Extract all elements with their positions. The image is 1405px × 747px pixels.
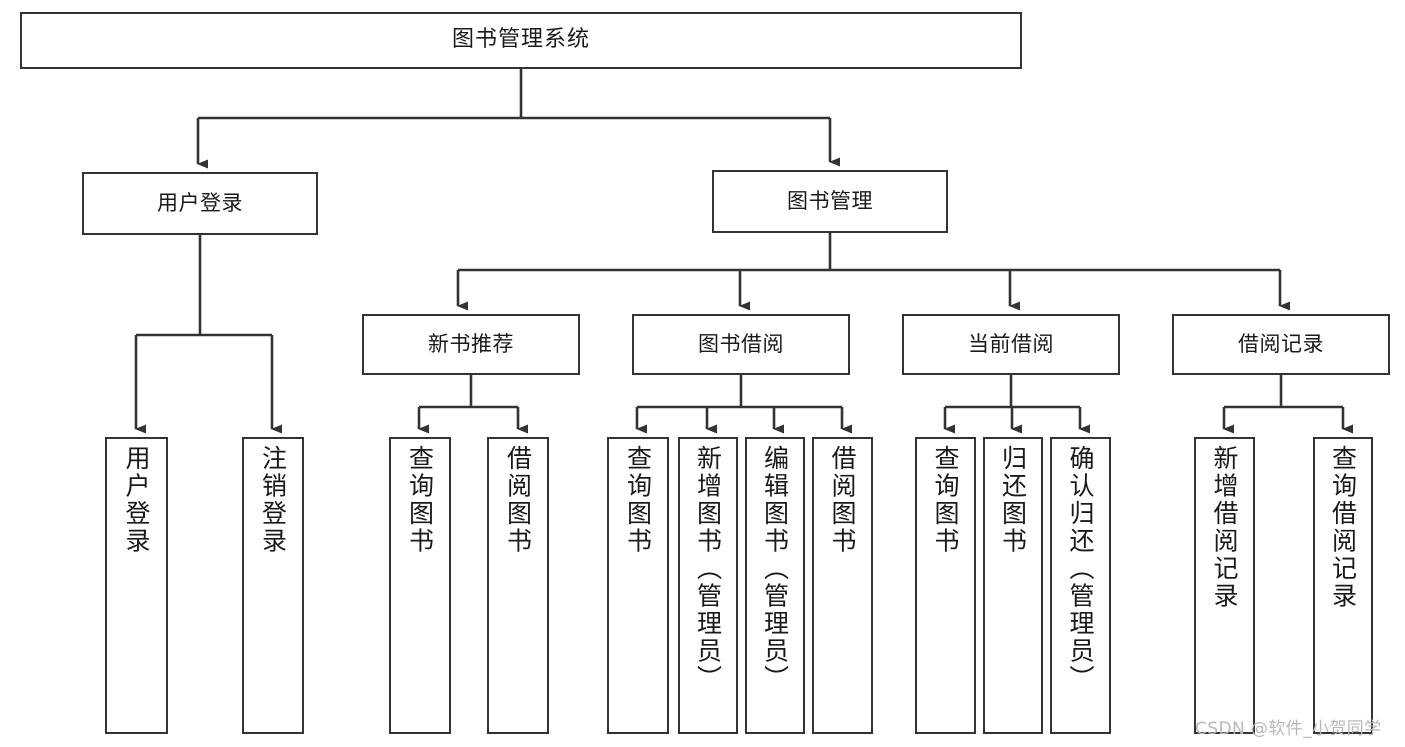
leaf-node-label: 借阅图书 <box>503 445 533 555</box>
node-borrow-record[interactable]: 借阅记录 <box>1172 314 1390 375</box>
leaf-node[interactable]: 查询图书 <box>607 437 669 734</box>
leaf-node[interactable]: 新增借阅记录 <box>1194 437 1255 734</box>
node-user-login-label: 用户登录 <box>157 190 243 215</box>
node-user-login[interactable]: 用户登录 <box>82 172 318 235</box>
node-root[interactable]: 图书管理系统 <box>20 12 1022 69</box>
node-book-management[interactable]: 图书管理 <box>712 170 948 233</box>
leaf-node[interactable]: 查询图书 <box>389 437 451 734</box>
node-book-borrow-label: 图书借阅 <box>698 331 784 356</box>
leaf-node-label: 借阅图书 <box>828 445 857 555</box>
leaf-node-label: 查询图书 <box>931 445 960 555</box>
node-book-management-label: 图书管理 <box>787 188 873 213</box>
leaf-node[interactable]: 确认归还（管理员） <box>1050 437 1111 734</box>
node-new-book-recommend-label: 新书推荐 <box>428 331 514 356</box>
leaf-node-label: 新增图书（管理员） <box>693 445 723 693</box>
leaf-node-label: 查询图书 <box>405 445 435 555</box>
node-current-borrow[interactable]: 当前借阅 <box>902 314 1120 375</box>
leaf-node-label: 新增借阅记录 <box>1210 445 1239 610</box>
leaf-node-label: 用户登录 <box>122 445 151 555</box>
leaf-node-label: 编辑图书（管理员） <box>760 445 790 693</box>
leaf-node-label: 注销登录 <box>258 445 288 555</box>
csdn-watermark: CSDN @软件_小贺同学 <box>1195 719 1382 739</box>
leaf-node[interactable]: 借阅图书 <box>487 437 549 734</box>
leaf-node[interactable]: 借阅图书 <box>812 437 873 734</box>
node-new-book-recommend[interactable]: 新书推荐 <box>362 314 580 375</box>
leaf-node-label: 查询图书 <box>623 445 653 555</box>
leaf-node[interactable]: 查询图书 <box>915 437 976 734</box>
leaf-node[interactable]: 归还图书 <box>983 437 1043 734</box>
node-current-borrow-label: 当前借阅 <box>968 331 1054 356</box>
leaf-node-label: 查询借阅记录 <box>1328 445 1358 610</box>
leaf-node-label: 确认归还（管理员） <box>1066 445 1095 693</box>
leaf-node-label: 归还图书 <box>998 445 1028 555</box>
node-book-borrow[interactable]: 图书借阅 <box>632 314 850 375</box>
node-borrow-record-label: 借阅记录 <box>1238 331 1324 356</box>
leaf-node[interactable]: 新增图书（管理员） <box>678 437 738 734</box>
leaf-node[interactable]: 编辑图书（管理员） <box>745 437 805 734</box>
leaf-node[interactable]: 注销登录 <box>242 437 304 734</box>
leaf-node[interactable]: 查询借阅记录 <box>1313 437 1373 734</box>
leaf-node[interactable]: 用户登录 <box>105 437 168 734</box>
node-root-label: 图书管理系统 <box>451 27 590 53</box>
